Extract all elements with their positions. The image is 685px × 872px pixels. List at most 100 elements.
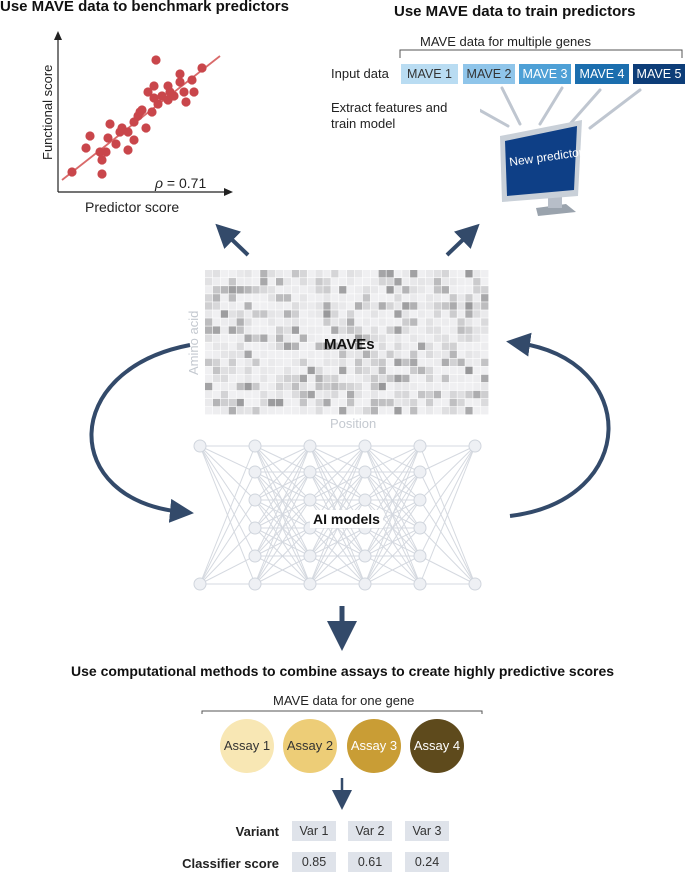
heatmap-cell [252, 374, 260, 383]
heatmap-cell [370, 350, 378, 359]
heatmap-cell [268, 334, 276, 342]
heatmap-cell [307, 302, 315, 310]
heatmap-cell [347, 334, 355, 342]
heatmap-cell [252, 278, 260, 286]
heatmap-cell [268, 406, 276, 415]
heatmap-cell [457, 350, 465, 359]
heatmap-cell [418, 286, 426, 294]
heatmap-cell [323, 382, 331, 391]
heatmap-cell [418, 294, 426, 302]
heatmap-cell [465, 406, 473, 415]
heatmap-cell [228, 326, 236, 334]
heatmap-cell [212, 286, 221, 294]
heatmap-cell [252, 406, 260, 415]
nn-edge [364, 445, 421, 501]
heatmap-cell [299, 342, 307, 350]
heatmap-cell [473, 270, 481, 278]
heatmap-cell [315, 270, 323, 278]
heatmap-cell [228, 350, 236, 359]
heatmap-cell [481, 342, 489, 350]
heatmap-cell [276, 318, 284, 326]
heatmap-cell [244, 398, 252, 407]
heatmap-cell [354, 278, 363, 286]
heatmap-cell [473, 358, 481, 367]
heatmap-cell [433, 406, 442, 415]
heatmap-cell [433, 374, 442, 383]
heatmap-cell [347, 390, 355, 399]
nn-node [358, 577, 372, 591]
heatmap-cell [244, 374, 252, 383]
heatmap-cell [418, 366, 426, 375]
heatmap-cell [315, 406, 323, 415]
heatmap-cell [465, 398, 473, 407]
heatmap-cell [425, 286, 434, 294]
heatmap-cell [205, 294, 213, 302]
heatmap-cell [299, 350, 307, 359]
heatmap-cell [347, 294, 355, 302]
heatmap-cell [268, 382, 276, 391]
heatmap-cell [481, 390, 489, 399]
scatter-point [123, 145, 133, 155]
heatmap-cell [260, 294, 268, 302]
heatmap-cell [418, 382, 426, 391]
heatmap-cell [283, 406, 292, 415]
heatmap-cell [331, 366, 339, 375]
nn-node [413, 549, 427, 563]
heatmap-cell [220, 366, 229, 375]
heatmap-cell [402, 302, 410, 310]
heatmap-cell [418, 350, 426, 359]
heatmap-cell [449, 390, 457, 399]
heatmap-cell [307, 270, 315, 278]
heatmap-cell [457, 382, 465, 391]
heatmap-cell [299, 270, 307, 278]
nn-edge [364, 445, 421, 473]
heatmap-cell [465, 358, 473, 367]
heatmap-cell [339, 270, 347, 278]
heatmap-cell [315, 390, 323, 399]
heatmap-cell [323, 318, 331, 326]
nn-node [413, 465, 427, 479]
heatmap-cell [228, 398, 236, 407]
heatmap-cell [268, 390, 276, 399]
heatmap-cell [283, 278, 292, 286]
train-bracket [399, 49, 683, 58]
heatmap-cell [315, 374, 323, 383]
ai-models-label: AI models [310, 510, 383, 528]
heatmap-cell [347, 326, 355, 334]
heatmap-cell [260, 334, 268, 342]
heatmap-cell [244, 286, 252, 294]
heatmap-cell [433, 342, 442, 350]
x-axis-arrowhead [224, 188, 233, 196]
heatmap-cell [410, 302, 418, 310]
heatmap-cell [212, 390, 221, 399]
heatmap-cell [331, 390, 339, 399]
heatmap-cell [433, 278, 442, 286]
heatmap-cell [244, 390, 252, 399]
heatmap-cell [354, 398, 363, 407]
heatmap-cell [378, 318, 386, 326]
heatmap-cell [220, 390, 229, 399]
heatmap-cell [260, 406, 268, 415]
heatmap-cell [425, 270, 434, 278]
heatmap-cell [465, 286, 473, 294]
heatmap-cell [220, 294, 229, 302]
heatmap-cell [418, 390, 426, 399]
scatter-point [175, 77, 185, 87]
heatmap-cell [418, 310, 426, 318]
assay-circle-1: Assay 1 [220, 719, 274, 773]
heatmap-cell [354, 374, 363, 383]
heatmap-cell [481, 270, 489, 278]
heatmap-cell [465, 382, 473, 391]
heatmap-cell [276, 334, 284, 342]
heatmap-cell [347, 398, 355, 407]
heatmap-cell [410, 398, 418, 407]
nn-node [193, 439, 207, 453]
nn-edge [309, 445, 366, 501]
heatmap-cell [339, 366, 347, 375]
heatmap-cell [244, 382, 252, 391]
heatmap-cell [307, 366, 315, 375]
heatmap-cell [402, 326, 410, 334]
heatmap-cell [378, 310, 386, 318]
heatmap-cell [323, 350, 331, 359]
heatmap-cell [260, 270, 268, 278]
